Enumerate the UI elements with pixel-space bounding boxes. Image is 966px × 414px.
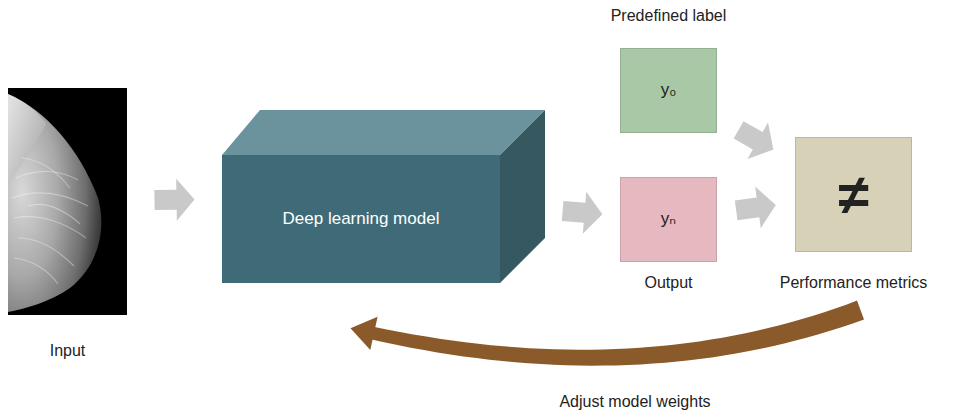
input-image-node: Input (8, 88, 127, 315)
flow-arrow (562, 192, 603, 234)
output-label: Output (644, 273, 692, 292)
block-side-face (500, 110, 545, 283)
feedback-arrow (351, 301, 865, 366)
metrics-box: ≠Performance metrics (795, 137, 912, 252)
label-heading: Predefined label (611, 6, 727, 25)
pectoral-muscle (8, 94, 46, 184)
arrow-head (351, 317, 378, 350)
flow-arrow (154, 179, 194, 221)
metrics-label: Performance metrics (780, 273, 928, 292)
output-symbol: yₙ (661, 209, 676, 229)
block-arrow (154, 179, 194, 221)
edge-label: Adjust model weights (556, 392, 713, 411)
breast-tissue (8, 94, 101, 312)
model-title: Deep learning model (222, 155, 500, 283)
block-arrow (562, 192, 603, 234)
flow-arrow (735, 187, 776, 229)
image-ground (8, 88, 127, 315)
output-box: yₙOutput (620, 177, 717, 262)
not-equal-symbol: ≠ (838, 167, 869, 223)
model-block-3d (222, 110, 545, 283)
input-label: Input (50, 341, 86, 360)
block-arrow (735, 187, 776, 229)
block-arrow (734, 121, 774, 159)
label-symbol: y₀ (661, 80, 677, 100)
block-front-face (222, 155, 500, 283)
block-top-face (222, 110, 545, 155)
flow-arrow (734, 121, 774, 159)
mammogram-image (8, 88, 127, 315)
fibrous-strands (12, 158, 88, 284)
curved-shaft (371, 301, 864, 366)
label-box: Predefined labely₀ (620, 48, 717, 133)
model-block: Deep learning model (222, 110, 545, 283)
